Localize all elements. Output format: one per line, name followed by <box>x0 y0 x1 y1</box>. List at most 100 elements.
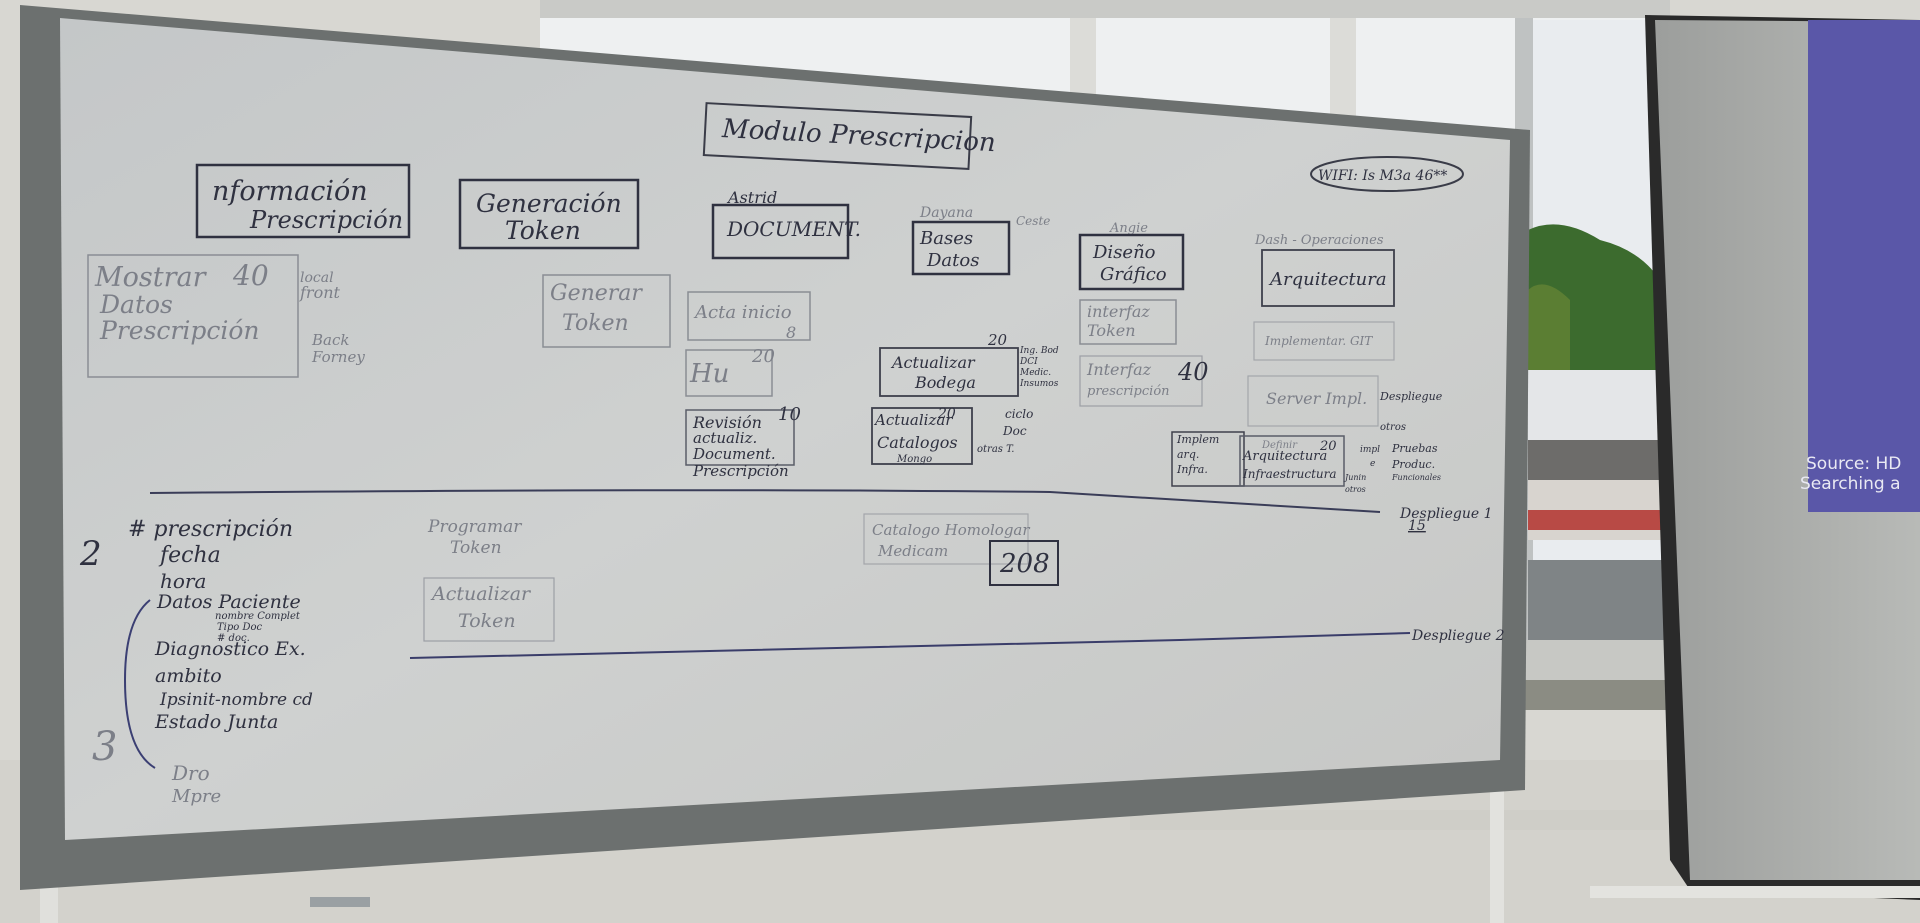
field-estado-junta: Estado Junta <box>154 711 278 733</box>
impl-note-2: e <box>1370 459 1375 469</box>
catalogos-line1: Actualizar <box>873 411 953 429</box>
card-acta-inicio <box>687 291 811 341</box>
mostrar-line1: Mostrar <box>94 262 208 293</box>
projector-source-text: Source: HD <box>1806 454 1901 474</box>
field-diagnostico: Diagnostico Ex. <box>154 638 306 660</box>
actualizar-token-line2: Token <box>458 610 516 632</box>
wifi-cloud <box>1310 156 1464 192</box>
header-informacion-line1: nformación <box>212 176 368 207</box>
catalogos-line2: Catalogos <box>877 433 958 452</box>
note-front: front <box>299 283 341 302</box>
header-arquitectura: Arquitectura <box>1268 269 1387 290</box>
server-label: Server Impl. <box>1266 389 1367 408</box>
field-datos-paciente: Datos Paciente <box>156 591 301 613</box>
title-box <box>702 102 973 170</box>
mostrar-estimate: 40 <box>232 259 269 292</box>
card-actualizar-bodega <box>879 347 1019 397</box>
dr-line2: Mpre <box>171 786 221 807</box>
card-implementar-git <box>1253 321 1395 361</box>
num-left-3: 3 <box>92 724 117 770</box>
card-catalogo-homologar <box>863 513 1029 565</box>
whiteboard <box>20 5 1530 890</box>
owner-dayana: Dayana <box>919 205 973 221</box>
interfaz-presc-line2: prescripción <box>1087 384 1170 399</box>
divider-despliegue-1 <box>149 489 1381 513</box>
card-implem-arq <box>1171 431 1245 487</box>
actualizar-token-line1: Actualizar <box>430 583 532 605</box>
catalogos-note-1: ciclo <box>1005 407 1033 421</box>
field-numero: # prescripción <box>128 517 293 542</box>
bodega-estimate: 20 <box>987 331 1008 349</box>
owner-angie: Angie <box>1109 221 1148 236</box>
git-label: Implementar. GIT <box>1264 334 1373 348</box>
header-bases-line1: Bases <box>919 228 973 249</box>
magnet <box>310 897 370 907</box>
header-document: DOCUMENT. <box>726 217 861 241</box>
catalogo-number: 208 <box>999 549 1050 579</box>
pruebas-line1: Pruebas <box>1391 442 1438 455</box>
header-generacion-line2: Token <box>505 216 581 245</box>
implem-line3: Infra. <box>1176 463 1208 476</box>
implem-line2: arq. <box>1177 448 1199 461</box>
owner-astrid: Astrid <box>726 188 777 207</box>
programar-line1: Programar <box>427 517 522 537</box>
field-hora: hora <box>160 569 206 593</box>
paciente-sub-2: Tipo Doc <box>217 622 263 633</box>
revision-line3: Document. <box>692 445 776 463</box>
generar-line2: Token <box>562 311 629 336</box>
impl-note-4: otros <box>1345 485 1366 494</box>
impl-note-3: Junin <box>1343 473 1366 482</box>
despliegue-1-num: 15 <box>1408 518 1426 534</box>
otros-note: otros <box>1380 422 1406 433</box>
programar-line2: Token <box>450 538 502 558</box>
note-local: local <box>300 270 334 286</box>
header-bases-box <box>911 220 1011 276</box>
paciente-sub-3: # doc. <box>217 633 250 644</box>
mostrar-line2: Datos <box>99 290 173 319</box>
catalogos-estimate: 20 <box>937 406 956 422</box>
despliegue-1-label: Despliegue 1 <box>1399 506 1493 522</box>
card-definir-arquitectura <box>1239 435 1345 487</box>
paciente-sub-1: nombre Complet <box>215 611 301 622</box>
note-back: Back <box>311 331 349 349</box>
interfaz-token-line1: interfaz <box>1087 302 1150 321</box>
revision-line1: Revisión <box>692 413 762 432</box>
bodega-line1: Actualizar <box>890 353 976 372</box>
impl-note-1: impl <box>1360 445 1380 455</box>
catalogo-line1: Catalogo Homologar <box>872 521 1030 539</box>
despliegue-note: Despliegue <box>1379 390 1443 403</box>
acta-estimate: 8 <box>786 323 796 342</box>
card-revision <box>685 409 795 466</box>
header-diseno-line2: Gráfico <box>1100 264 1167 285</box>
house <box>1528 370 1668 450</box>
bodega-line2: Bodega <box>914 373 976 392</box>
header-informacion-box <box>195 163 411 239</box>
note-forney: Forney <box>311 348 365 366</box>
bodega-note-1: Ing. Bod <box>1019 346 1059 356</box>
header-document-box <box>711 203 850 260</box>
header-arquitectura-box <box>1261 249 1395 307</box>
infra-line2: Arquitectura <box>1242 449 1327 464</box>
card-actualizar-token <box>423 577 555 642</box>
hu-estimate: 20 <box>751 346 775 367</box>
header-generacion-box <box>458 178 640 250</box>
infra-line1: Definir <box>1261 440 1298 451</box>
hu-label: Hu <box>689 359 729 389</box>
infra-estimate: 20 <box>1319 439 1337 454</box>
card-interfaz-prescripcion <box>1079 355 1203 407</box>
revision-line2: actualiz. <box>693 429 757 447</box>
interfaz-presc-line1: Interfaz <box>1086 360 1152 379</box>
implem-line1: Implem <box>1176 433 1219 446</box>
prescripcion-fields-list: # prescripción fecha hora Datos Paciente… <box>123 517 313 807</box>
owner-devops: Dash - Operaciones <box>1254 233 1384 248</box>
revision-estimate: 10 <box>778 404 801 425</box>
projected-image <box>1808 20 1920 512</box>
card-interfaz-token <box>1079 299 1177 345</box>
pruebas-line2: Produc. <box>1391 458 1435 471</box>
acta-label: Acta inicio <box>693 302 792 323</box>
revision-line4: Prescripción <box>692 462 789 480</box>
mostrar-line3: Prescripción <box>99 316 260 345</box>
bodega-note-4: Insumos <box>1019 379 1059 389</box>
field-ambito: ambito <box>155 665 222 687</box>
